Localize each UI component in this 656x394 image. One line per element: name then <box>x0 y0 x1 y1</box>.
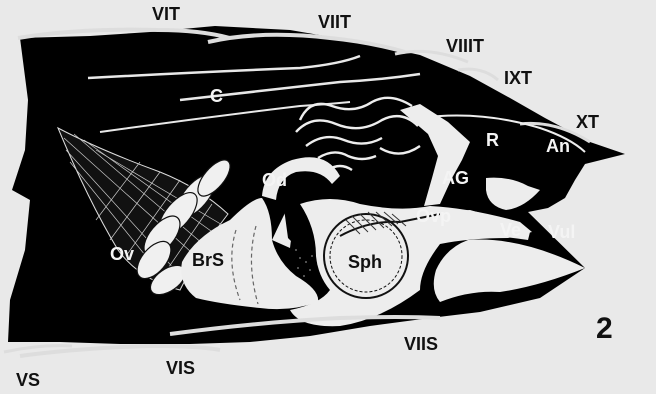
label-Sph: Sph <box>348 252 382 272</box>
label-Ovp: Ovp <box>416 206 451 226</box>
label-IXT: IXT <box>504 68 532 88</box>
sternite-VI <box>20 346 220 356</box>
label-VS: VS <box>16 370 40 390</box>
label-Od: Od <box>262 170 287 190</box>
label-C: C <box>210 86 223 106</box>
label-AG: AG <box>442 168 469 188</box>
label-VIT: VIT <box>152 4 180 24</box>
label-VIIT: VIIT <box>318 12 351 32</box>
label-Ve: Ve <box>500 220 521 240</box>
label-An: An <box>546 136 570 156</box>
label-XT: XT <box>576 112 599 132</box>
label-Vul: Vul <box>548 222 575 242</box>
label-VIIS: VIIS <box>404 334 438 354</box>
label-VIIIT: VIIIT <box>446 36 484 56</box>
label-BrS: BrS <box>192 250 224 270</box>
figure-number: 2 <box>596 312 613 345</box>
label-Ov: Ov <box>110 244 134 264</box>
label-R: R <box>486 130 499 150</box>
label-VIS: VIS <box>166 358 195 378</box>
